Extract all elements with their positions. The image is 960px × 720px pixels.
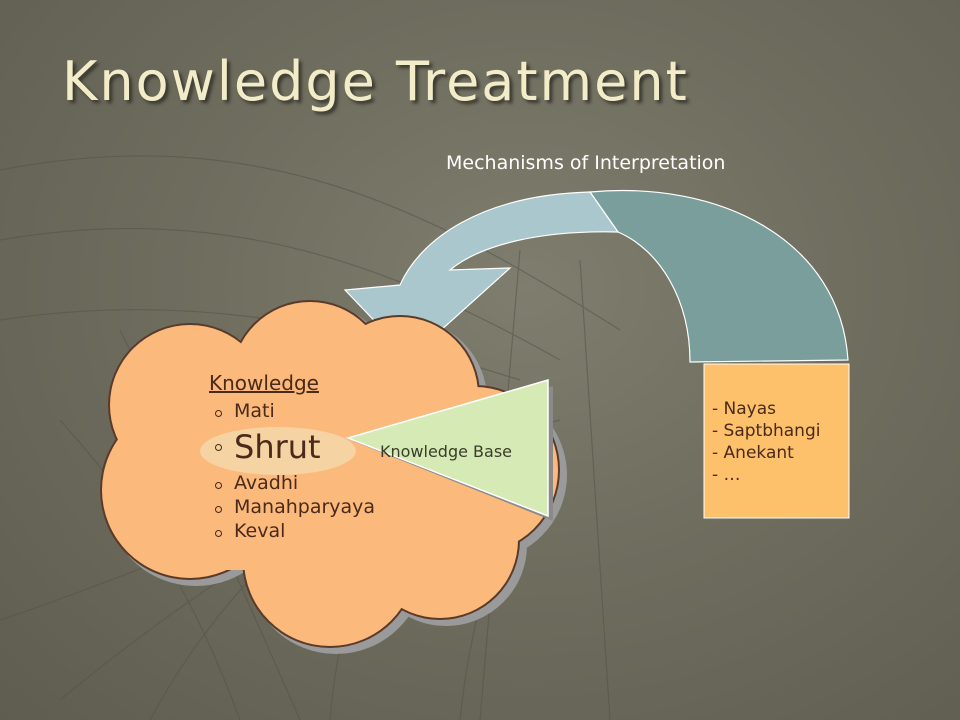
knowledge-base-triangle: [345, 379, 553, 521]
mechanism-item-nayas: - Nayas: [712, 399, 777, 419]
mechanisms-box: [703, 363, 850, 519]
mechanism-item-saptbhangi: - Saptbhangi: [712, 421, 821, 441]
knowledge-item-shrut: Shrut: [212, 423, 375, 471]
knowledge-item-keval: Keval: [212, 519, 375, 543]
shrut-highlight: [200, 427, 356, 475]
mechanisms-list: - Nayas - Saptbhangi - Anekant - …: [712, 398, 820, 486]
slide-title: Knowledge Treatment: [62, 50, 689, 113]
knowledge-item-avadhi: Avadhi: [212, 471, 375, 495]
knowledge-list: Mati Shrut Avadhi Manahparyaya Keval: [212, 399, 375, 543]
mechanism-item-anekant: - Anekant: [712, 443, 794, 463]
knowledge-base-label: Knowledge Base: [380, 442, 512, 461]
knowledge-item-manahparyaya: Manahparyaya: [212, 495, 375, 519]
mechanism-item-ellipsis: - …: [712, 465, 741, 485]
knowledge-item-mati: Mati: [212, 399, 375, 423]
knowledge-heading: Knowledge: [209, 371, 319, 395]
mechanisms-label: Mechanisms of Interpretation: [446, 152, 726, 174]
arrow-back-segment: [588, 189, 849, 363]
